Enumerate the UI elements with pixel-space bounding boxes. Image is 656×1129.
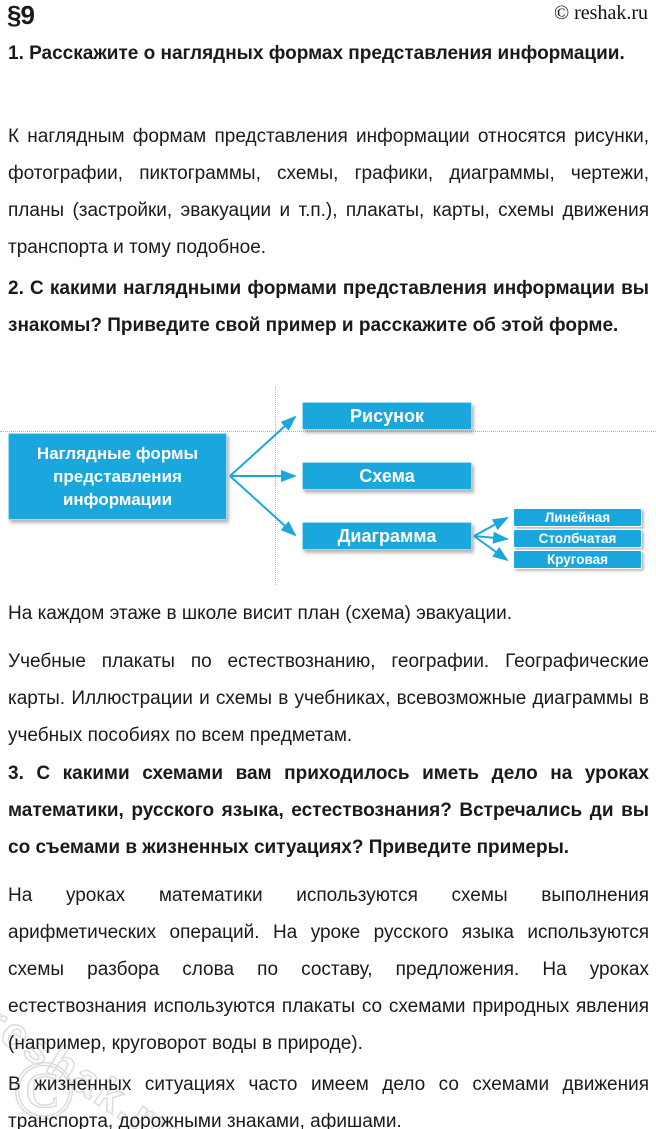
diagram-box-stolbchataya: Столбчатая: [513, 529, 642, 548]
answer-2-paragraph-1: На каждом этаже в школе висит план (схем…: [8, 603, 513, 624]
vertical-dotted-guide: [275, 387, 276, 585]
answer-3-paragraph-2: В жизненных ситуациях часто имеем дело с…: [8, 1074, 649, 1129]
diagram-box-krugovaya: Круговая: [513, 550, 642, 569]
watermark-copyright-icon: ©: [11, 1043, 76, 1129]
diagram-box-risunok: Рисунок: [302, 402, 472, 430]
answer-2-paragraph-2: Учебные плакаты по естествознанию, геогр…: [8, 651, 649, 746]
diagram-box-lineynaya: Линейная: [513, 508, 642, 527]
horizontal-dotted-guide: [0, 431, 656, 432]
answer-1-paragraph-1: К наглядным формам представления информа…: [8, 126, 649, 258]
question-1: 1. Расскажите о наглядных формах предста…: [8, 43, 625, 64]
question-2: 2. С какими наглядными формами представл…: [8, 278, 649, 336]
answer-3-paragraph-1: На уроках математики используются схемы …: [8, 885, 649, 1054]
forms-diagram: Наглядные формы представления информации…: [0, 385, 656, 590]
copyright-label: © reshak.ru: [553, 2, 648, 24]
section-number: §9: [7, 0, 35, 30]
diagram-box-diagramma: Диаграмма: [302, 522, 472, 550]
diagram-root-box: Наглядные формы представления информации: [8, 433, 227, 520]
connector-arrows: [229, 415, 509, 562]
question-3: 3. С какими схемами вам приходилось имет…: [8, 763, 649, 858]
diagram-box-shema: Схема: [302, 462, 472, 490]
